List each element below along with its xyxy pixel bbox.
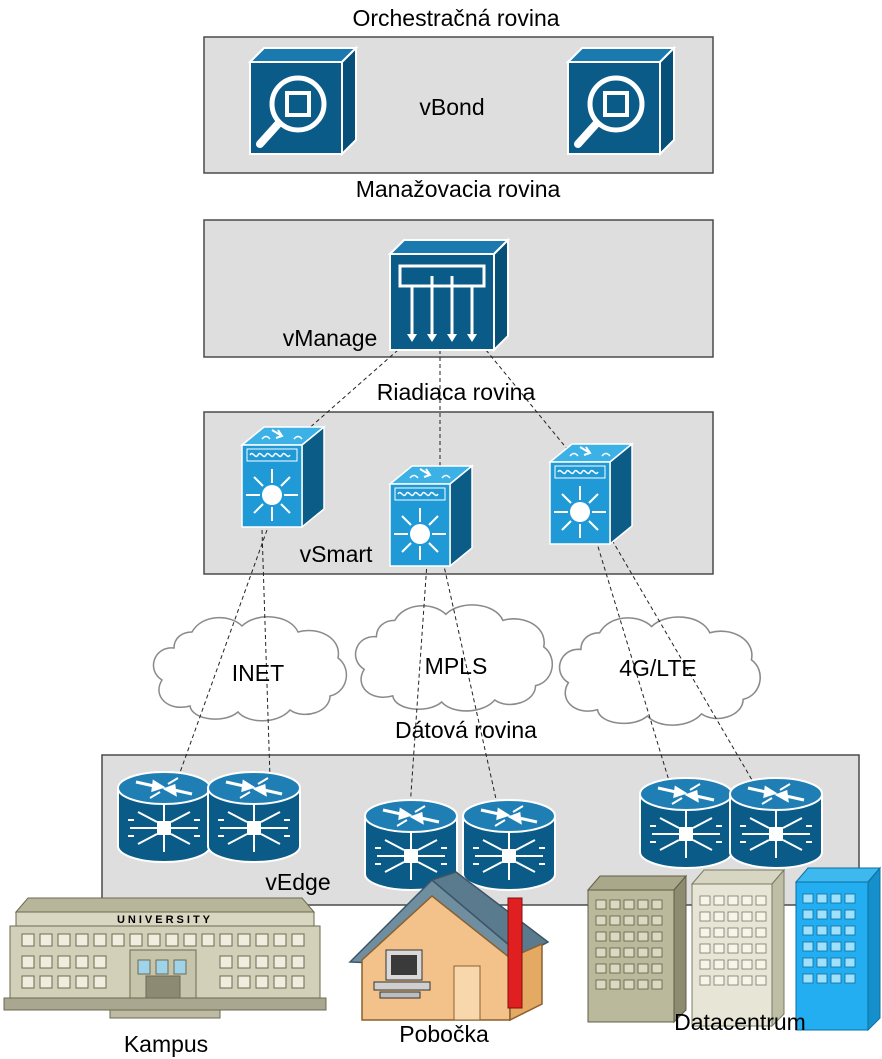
vedge-router-icon <box>638 776 734 870</box>
data-plane-label: Dátová rovina <box>395 717 537 743</box>
datacenter-label: Datacentrum <box>674 1009 806 1035</box>
vedge-router-icon <box>728 776 824 870</box>
vsmart-switch-icon <box>389 465 473 567</box>
inet-label: INET <box>232 660 284 686</box>
vbond-label: vBond <box>419 94 484 120</box>
university-sign: UNIVERSITY <box>117 914 213 926</box>
vsmart-switch-icon <box>549 443 633 545</box>
office-buildings-icon <box>586 866 882 1032</box>
house-icon <box>348 871 550 1022</box>
vsmart-label: vSmart <box>300 541 373 567</box>
vbond-icon <box>568 48 674 154</box>
vedge-router-icon <box>206 770 302 864</box>
control-connections <box>177 349 753 809</box>
vedge-router-icon <box>461 798 557 892</box>
orchestration-plane-label: Orchestračná rovina <box>352 5 559 31</box>
campus-label: Kampus <box>124 1031 208 1057</box>
branch-label: Pobočka <box>399 1021 489 1047</box>
university-building-icon: UNIVERSITY <box>3 897 327 1019</box>
mpls-label: MPLS <box>425 653 488 679</box>
control-plane-label: Riadiaca rovina <box>377 379 536 405</box>
lte-label: 4G/LTE <box>619 655 697 681</box>
vbond-icon <box>250 48 356 154</box>
vsmart-switch-icon <box>241 426 325 528</box>
vmanage-label: vManage <box>283 325 378 351</box>
vedge-label: vEdge <box>265 869 330 895</box>
management-plane-label: Manažovacia rovina <box>356 176 561 202</box>
vedge-router-icon <box>116 770 212 864</box>
vmanage-icon <box>388 238 510 352</box>
